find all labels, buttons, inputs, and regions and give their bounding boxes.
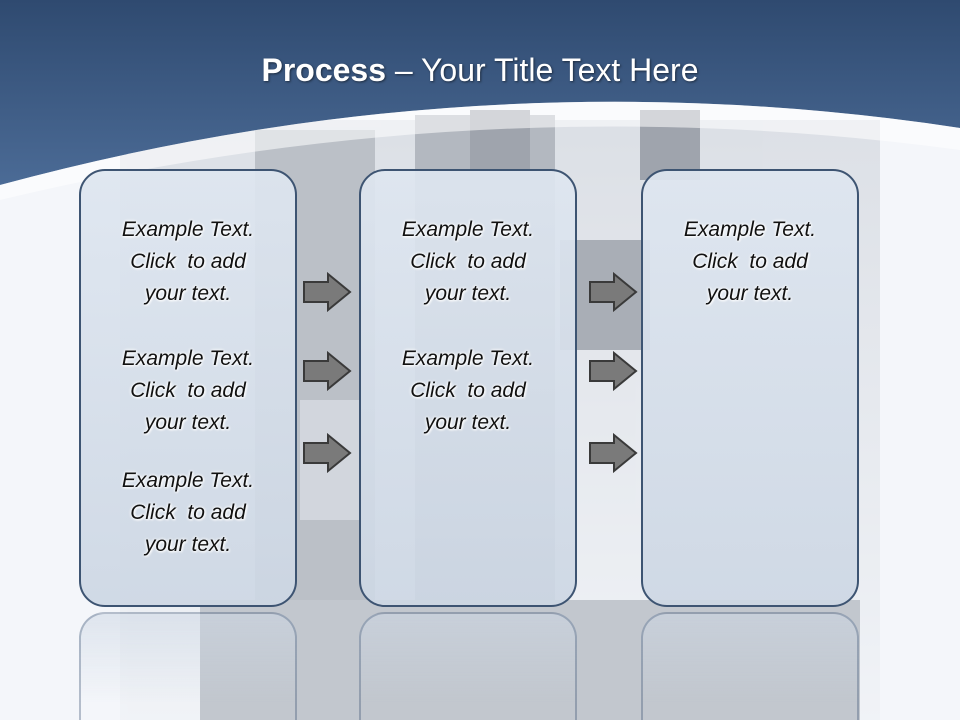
box-text[interactable]: Example Text. Click to add your text.: [121, 218, 255, 305]
right-arrow-icon[interactable]: [302, 433, 352, 473]
right-arrow-icon[interactable]: [302, 351, 352, 391]
title-rest: – Your Title Text Here: [386, 52, 699, 88]
right-arrow-icon[interactable]: [588, 351, 638, 391]
slide-title[interactable]: Process – Your Title Text Here: [0, 52, 960, 89]
process-box-2[interactable]: Example Text. Click to add your text. Ex…: [359, 169, 577, 607]
box-reflection: [359, 612, 577, 720]
box-text[interactable]: Example Text. Click to add your text.: [401, 347, 535, 434]
box-reflection: [79, 612, 297, 720]
right-arrow-icon[interactable]: [302, 272, 352, 312]
box-reflection: [641, 612, 859, 720]
title-bold: Process: [261, 52, 387, 88]
box-text[interactable]: Example Text. Click to add your text.: [401, 218, 535, 305]
box-text[interactable]: Example Text. Click to add your text.: [683, 218, 817, 305]
process-box-3[interactable]: Example Text. Click to add your text.: [641, 169, 859, 607]
box-text[interactable]: Example Text. Click to add your text.: [121, 347, 255, 434]
right-arrow-icon[interactable]: [588, 433, 638, 473]
right-arrow-icon[interactable]: [588, 272, 638, 312]
process-box-1[interactable]: Example Text. Click to add your text. Ex…: [79, 169, 297, 607]
box-text[interactable]: Example Text. Click to add your text.: [121, 469, 255, 556]
